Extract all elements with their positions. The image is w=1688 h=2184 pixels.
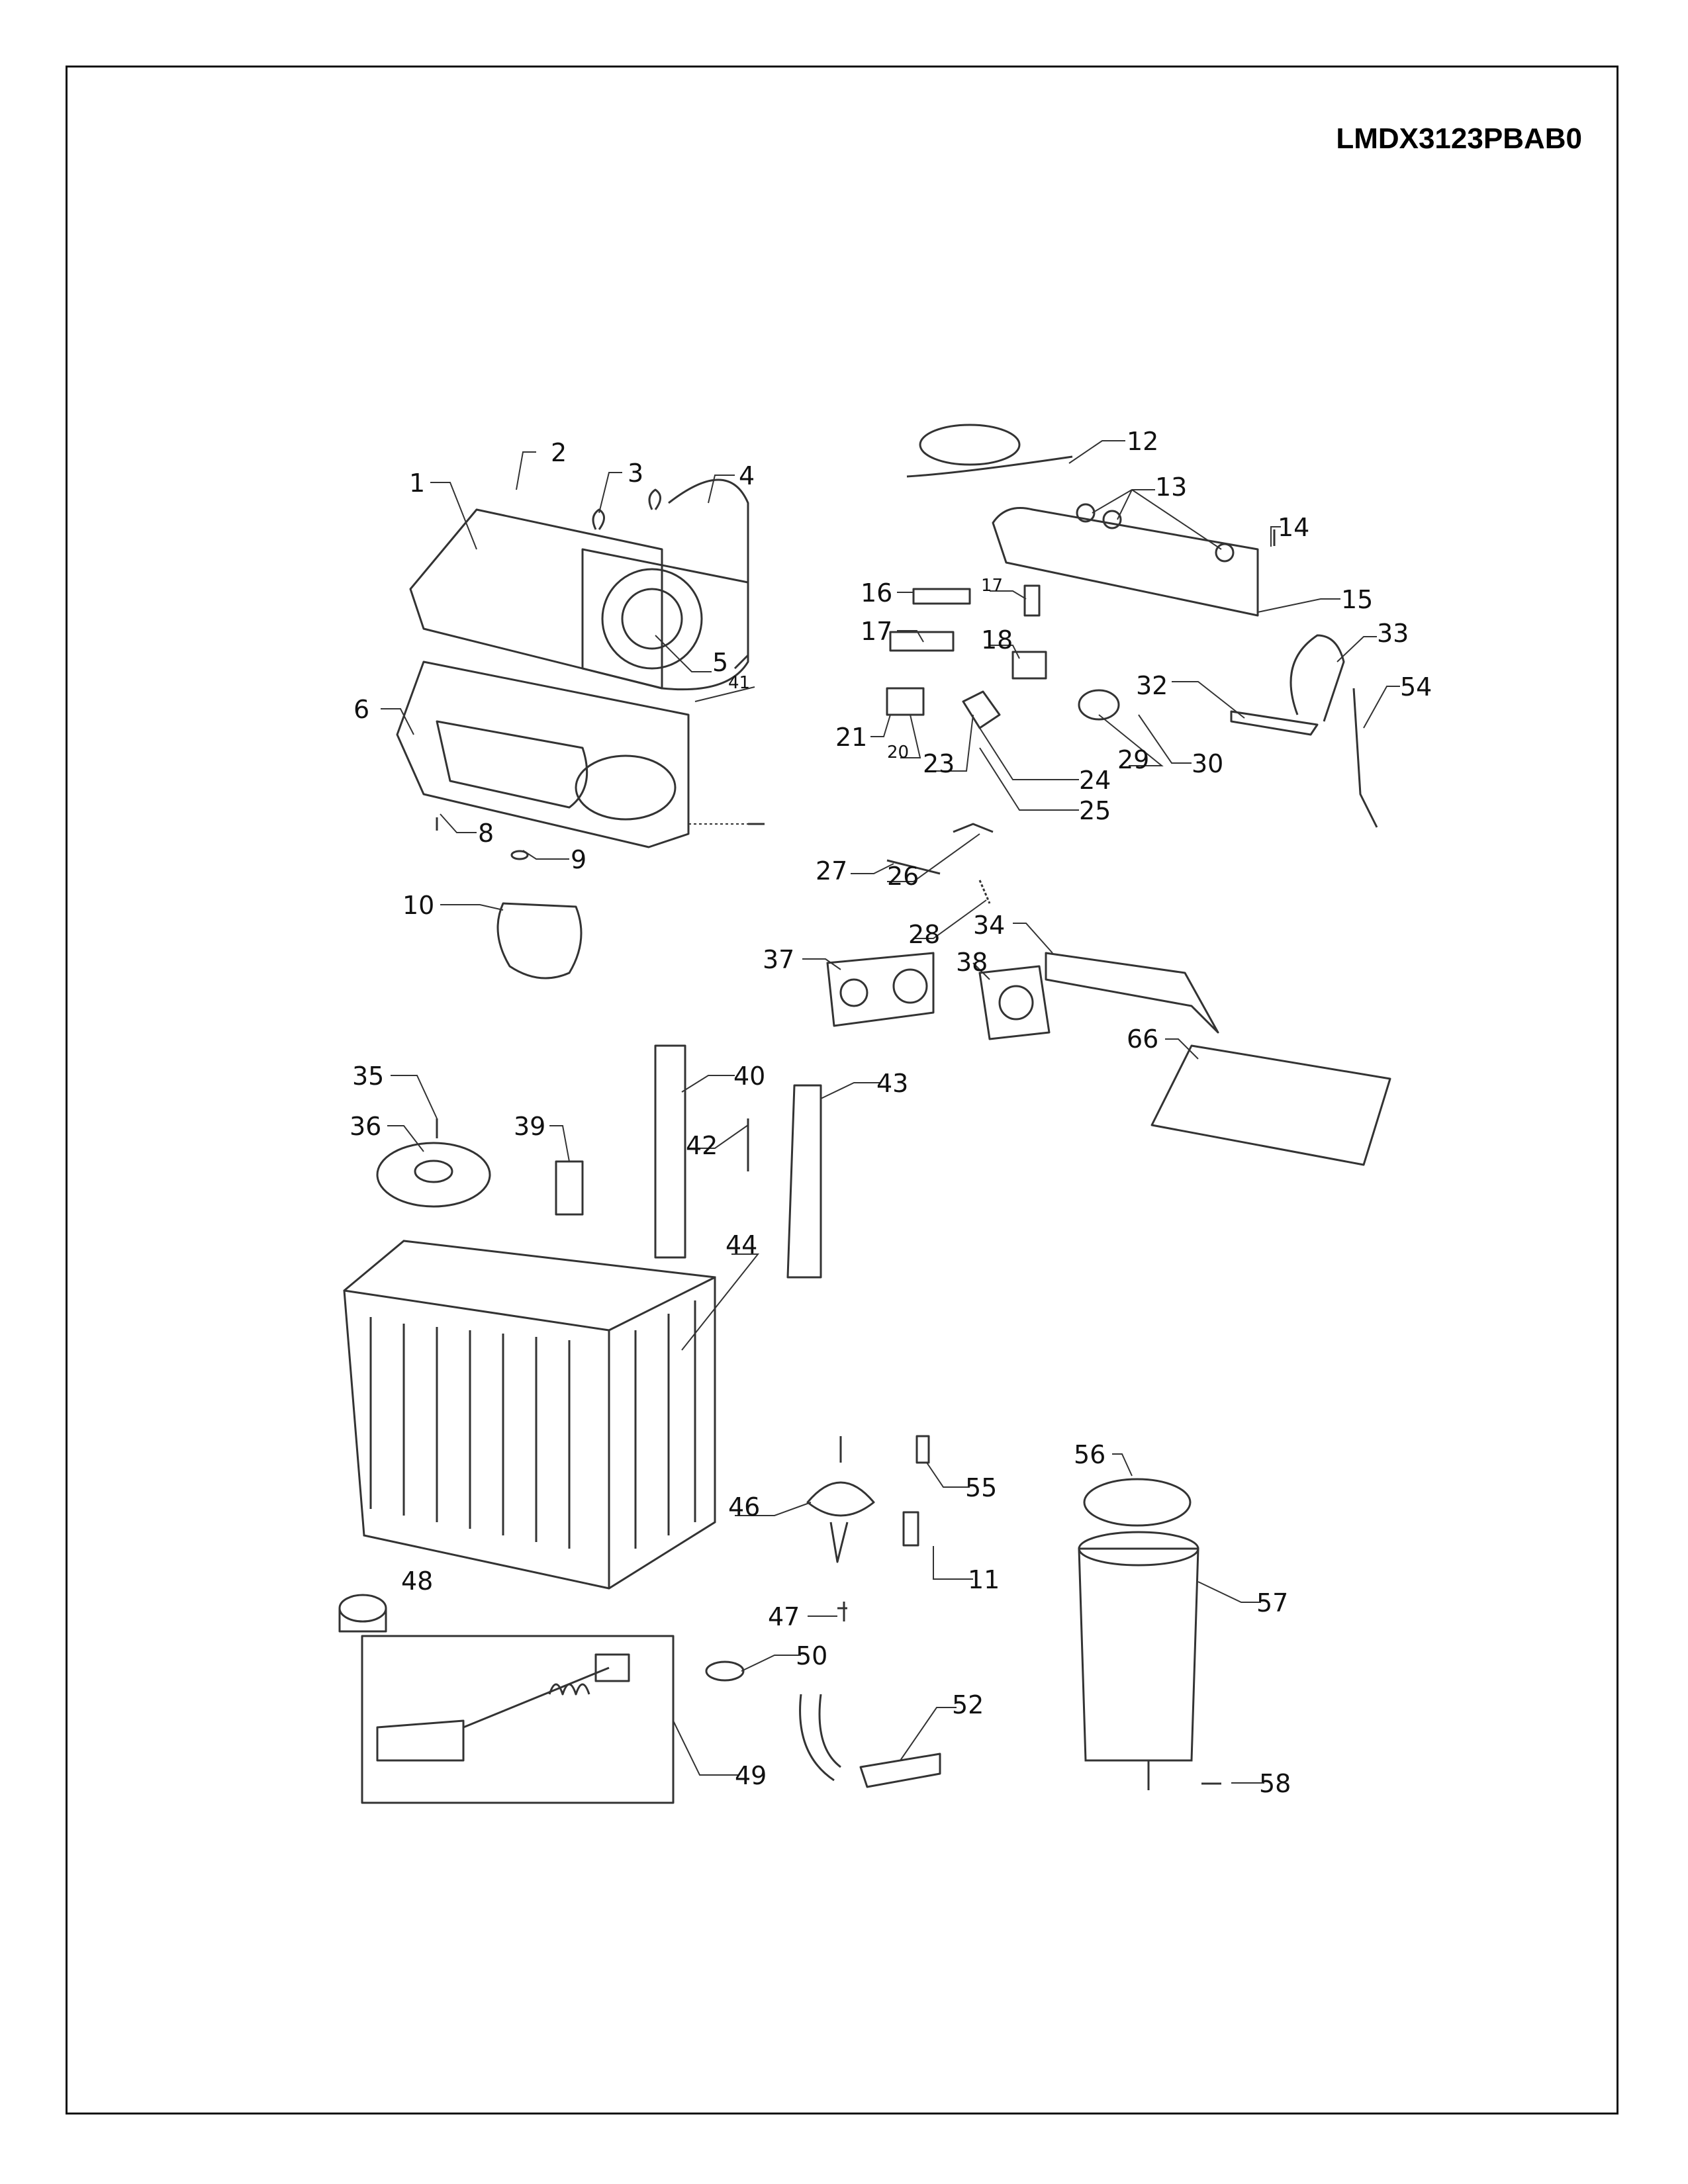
callout-5: 5: [712, 648, 728, 677]
gearbox-and-basket: [806, 1435, 1221, 1790]
callout-58: 58: [1259, 1769, 1291, 1798]
callout-44: 44: [726, 1230, 757, 1259]
callout-38: 38: [956, 948, 988, 977]
leader-lines: [381, 440, 1400, 1784]
linkage-parts: [886, 823, 994, 904]
callout-2: 2: [551, 438, 567, 467]
callout-1: 1: [409, 469, 425, 498]
lint-filter-cover: [496, 902, 583, 979]
callout-50: 50: [796, 1641, 827, 1670]
callout-25: 25: [1079, 796, 1111, 825]
callout-54: 54: [1400, 672, 1432, 702]
control-panel: [992, 503, 1276, 617]
callout-47: 47: [768, 1602, 800, 1631]
callout-28: 28: [908, 920, 940, 949]
callout-56: 56: [1074, 1440, 1105, 1469]
callout-57: 57: [1256, 1588, 1288, 1617]
callout-14: 14: [1278, 513, 1309, 542]
callout-26: 26: [887, 862, 919, 891]
callout-11: 11: [968, 1565, 1000, 1594]
switches-and-timers: [886, 584, 1378, 828]
callout-17: 17: [861, 617, 892, 646]
callout-13: 13: [1155, 473, 1187, 502]
callout-4: 4: [739, 461, 755, 490]
callout-12: 12: [1127, 427, 1158, 456]
callout-55: 55: [965, 1473, 997, 1502]
diagram-border: [66, 66, 1618, 2115]
callout-46: 46: [728, 1492, 760, 1522]
callout-15: 15: [1341, 585, 1373, 614]
callout-42: 42: [686, 1131, 718, 1160]
drain-valve-assembly: [376, 1653, 630, 1762]
drain-parts: [338, 1594, 941, 1788]
control-panel-base: [396, 660, 765, 860]
callout-39: 39: [514, 1112, 545, 1141]
wire-harness-conduit: [906, 424, 1073, 478]
callout-18: 18: [981, 625, 1013, 655]
callout-24: 24: [1079, 766, 1111, 795]
callout-48: 48: [401, 1567, 433, 1596]
model-number: LMDX3123PBAB0: [1336, 122, 1582, 155]
callout-29: 29: [1117, 745, 1149, 774]
callout-66: 66: [1127, 1024, 1158, 1054]
callout-52: 52: [952, 1690, 984, 1719]
callout-37: 37: [763, 945, 794, 974]
callout-40: 40: [733, 1062, 765, 1091]
callout-6: 6: [353, 695, 369, 724]
callout-34: 34: [973, 911, 1005, 940]
callout-20: 20: [887, 743, 909, 762]
callout-33: 33: [1377, 619, 1409, 648]
callout-16: 16: [861, 578, 892, 608]
callout-23: 23: [923, 749, 955, 778]
callout-30: 30: [1192, 749, 1223, 778]
callout-49: 49: [735, 1761, 767, 1790]
callout-21: 21: [835, 723, 867, 752]
callout-27: 27: [816, 856, 847, 886]
callout-35: 35: [352, 1062, 384, 1091]
callout-32: 32: [1136, 671, 1168, 700]
callout-17-top: 17: [981, 576, 1003, 596]
callout-3: 3: [628, 459, 643, 488]
cabinet: [343, 1240, 716, 1590]
callout-8: 8: [478, 819, 494, 848]
timers-and-base: [826, 952, 1391, 1166]
drain-valve-inset-frame: [361, 1635, 675, 1804]
callout-10: 10: [402, 891, 434, 920]
lid-assembly: [409, 478, 749, 691]
callout-41: 41: [728, 673, 750, 693]
callout-9: 9: [571, 845, 586, 874]
callout-43: 43: [876, 1069, 908, 1098]
callout-36: 36: [350, 1112, 381, 1141]
